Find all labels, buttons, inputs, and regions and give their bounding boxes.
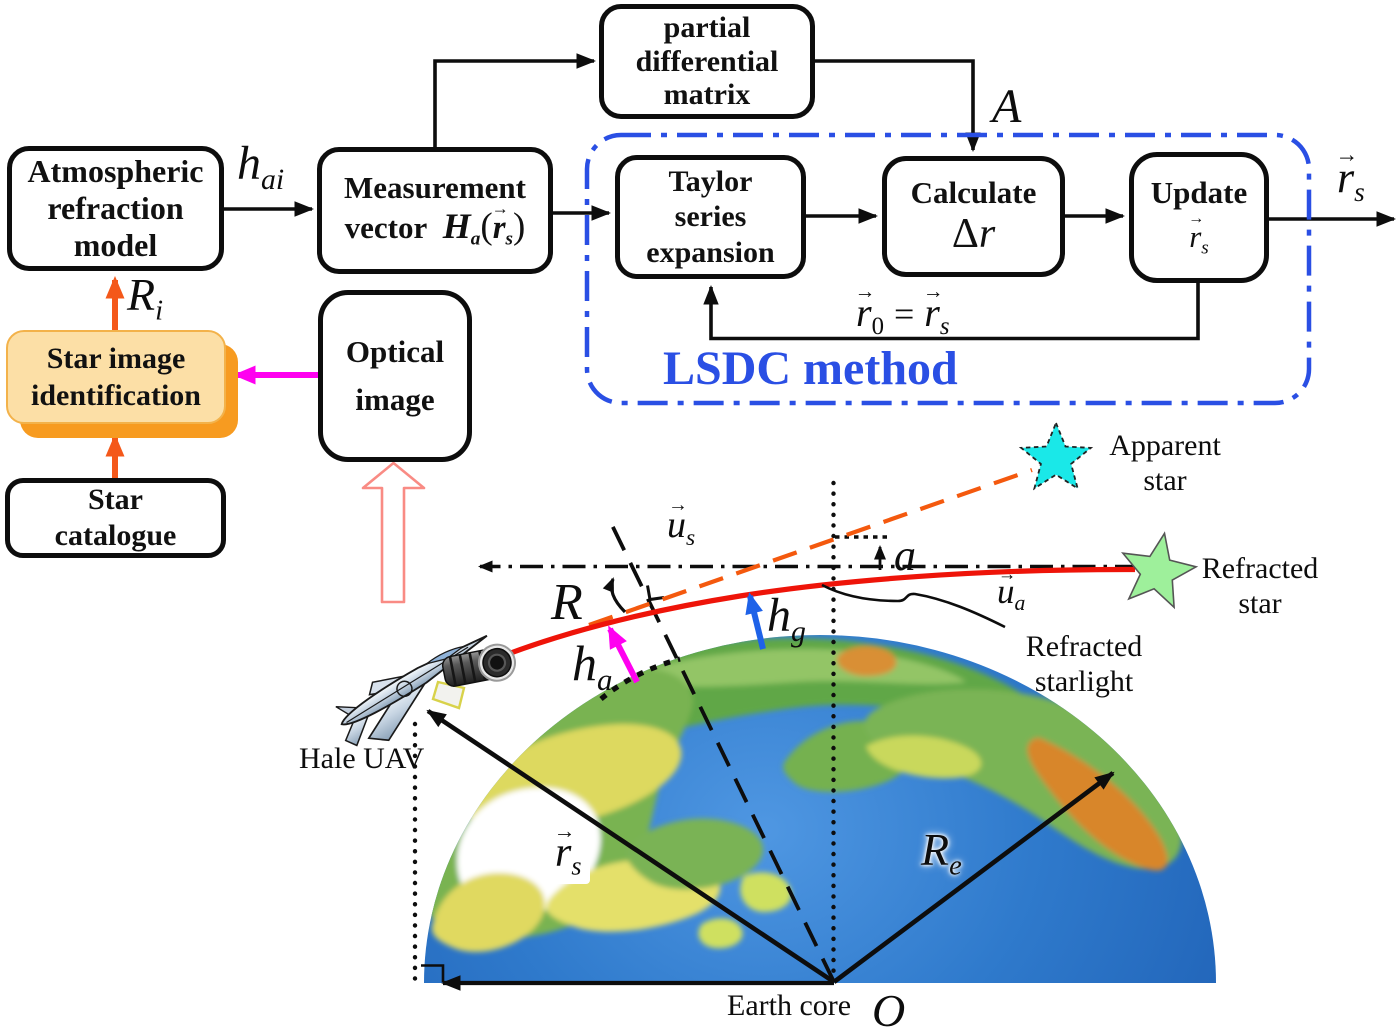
orange-dashed-ray (588, 468, 1033, 627)
hollow-up-arrow (361, 461, 426, 604)
ha-arrow (607, 625, 640, 684)
box-star-image-identification: Star image identification (6, 330, 226, 424)
box-line: Star (88, 483, 143, 516)
box-update-rs: Update rs (1129, 152, 1269, 283)
dashed-radial-line (608, 520, 836, 983)
box-star-catalogue: Star catalogue (5, 478, 226, 558)
box-line-math: rs (1189, 219, 1209, 260)
box-line: catalogue (54, 519, 177, 552)
label-apparent-star: Apparent star (1109, 429, 1221, 498)
box-line: model (73, 227, 158, 264)
label-rs-earth: rs (547, 830, 590, 884)
label-R-refraction: R (551, 574, 583, 631)
box-line: series (674, 200, 747, 234)
refracted-starlight-pointer (821, 583, 1006, 629)
lsdc-dashdot-frame (584, 132, 1312, 406)
box-line: Optical (345, 333, 445, 369)
line-partial-to-calculate (815, 59, 981, 152)
label-lsdc-method: LSDC method (663, 342, 958, 395)
label-a-angle: a (894, 531, 916, 580)
box-line: Taylor (668, 164, 753, 198)
refracted-star-shape (1121, 531, 1199, 610)
dotted-surface-arc (599, 656, 681, 702)
re-vector-arrow (832, 771, 1115, 984)
box-optical-image: Optical image (318, 290, 472, 462)
label-refracted-starlight: Refracted starlight (1025, 630, 1143, 699)
label-R-i: Ri (127, 269, 164, 327)
earth-rim-shade (424, 635, 1216, 983)
apparent-star-shape (1018, 420, 1094, 491)
hale-uav-drawing (335, 634, 517, 747)
box-line: matrix (663, 78, 751, 112)
box-line: Calculate (910, 175, 1037, 210)
label-u-s: us (667, 506, 695, 550)
label-h-g: hg (767, 589, 806, 648)
label-feedback-r0-rs: r0 = rs (856, 293, 950, 340)
uav-sensor-dot (396, 680, 413, 698)
earth-hemisphere (424, 635, 1216, 983)
box-line: Star image (46, 341, 186, 375)
flowchart-connectors (224, 53, 1396, 341)
box-atmospheric-refraction-model: Atmospheric refraction model (7, 146, 224, 271)
box-line-math: vector Ha(rs) (345, 206, 526, 251)
box-line-math: Δr (951, 210, 996, 257)
hg-arrow (745, 592, 766, 650)
line-feedback (703, 283, 1200, 341)
flowchart-colored-arrows (105, 276, 318, 478)
box-line: identification (31, 379, 201, 412)
label-hale-uav: Hale UAV (299, 742, 425, 775)
box-calculate-delta-r: Calculate Δr (882, 156, 1065, 277)
label-Re-earth: Re (921, 824, 962, 882)
box-partial-differential-matrix: partial differential matrix (599, 4, 815, 119)
box-line: Update (1150, 175, 1248, 211)
rs-vector-arrow (426, 709, 836, 984)
label-refracted-star: Refracted star (1201, 552, 1319, 621)
box-line: Atmospheric (27, 152, 204, 189)
box-measurement-vector: Measurement vector Ha(rs) (317, 147, 553, 274)
box-line: expansion (646, 235, 775, 269)
label-earth-core-O: O (872, 985, 906, 1036)
box-line: refraction (47, 189, 184, 226)
box-line: partial (663, 10, 751, 44)
tangent-right-angle-marker (646, 585, 665, 602)
uav-telescope-lens-inner (487, 653, 507, 672)
label-u-a: ua (997, 574, 1025, 615)
label-A: A (992, 80, 1022, 133)
r-angle-curved-arrow (602, 577, 627, 614)
label-earth-core: Earth core (727, 989, 852, 1022)
box-line: image (355, 382, 435, 417)
box-line: differential (635, 44, 779, 78)
label-rs-output: rs (1337, 156, 1365, 206)
uav-canopy (426, 645, 464, 665)
box-taylor-series-expansion: Taylor series expansion (615, 155, 806, 279)
line-measurement-to-partial (433, 53, 596, 150)
label-h-ai: hai (237, 137, 285, 196)
label-h-a: ha (572, 635, 613, 698)
